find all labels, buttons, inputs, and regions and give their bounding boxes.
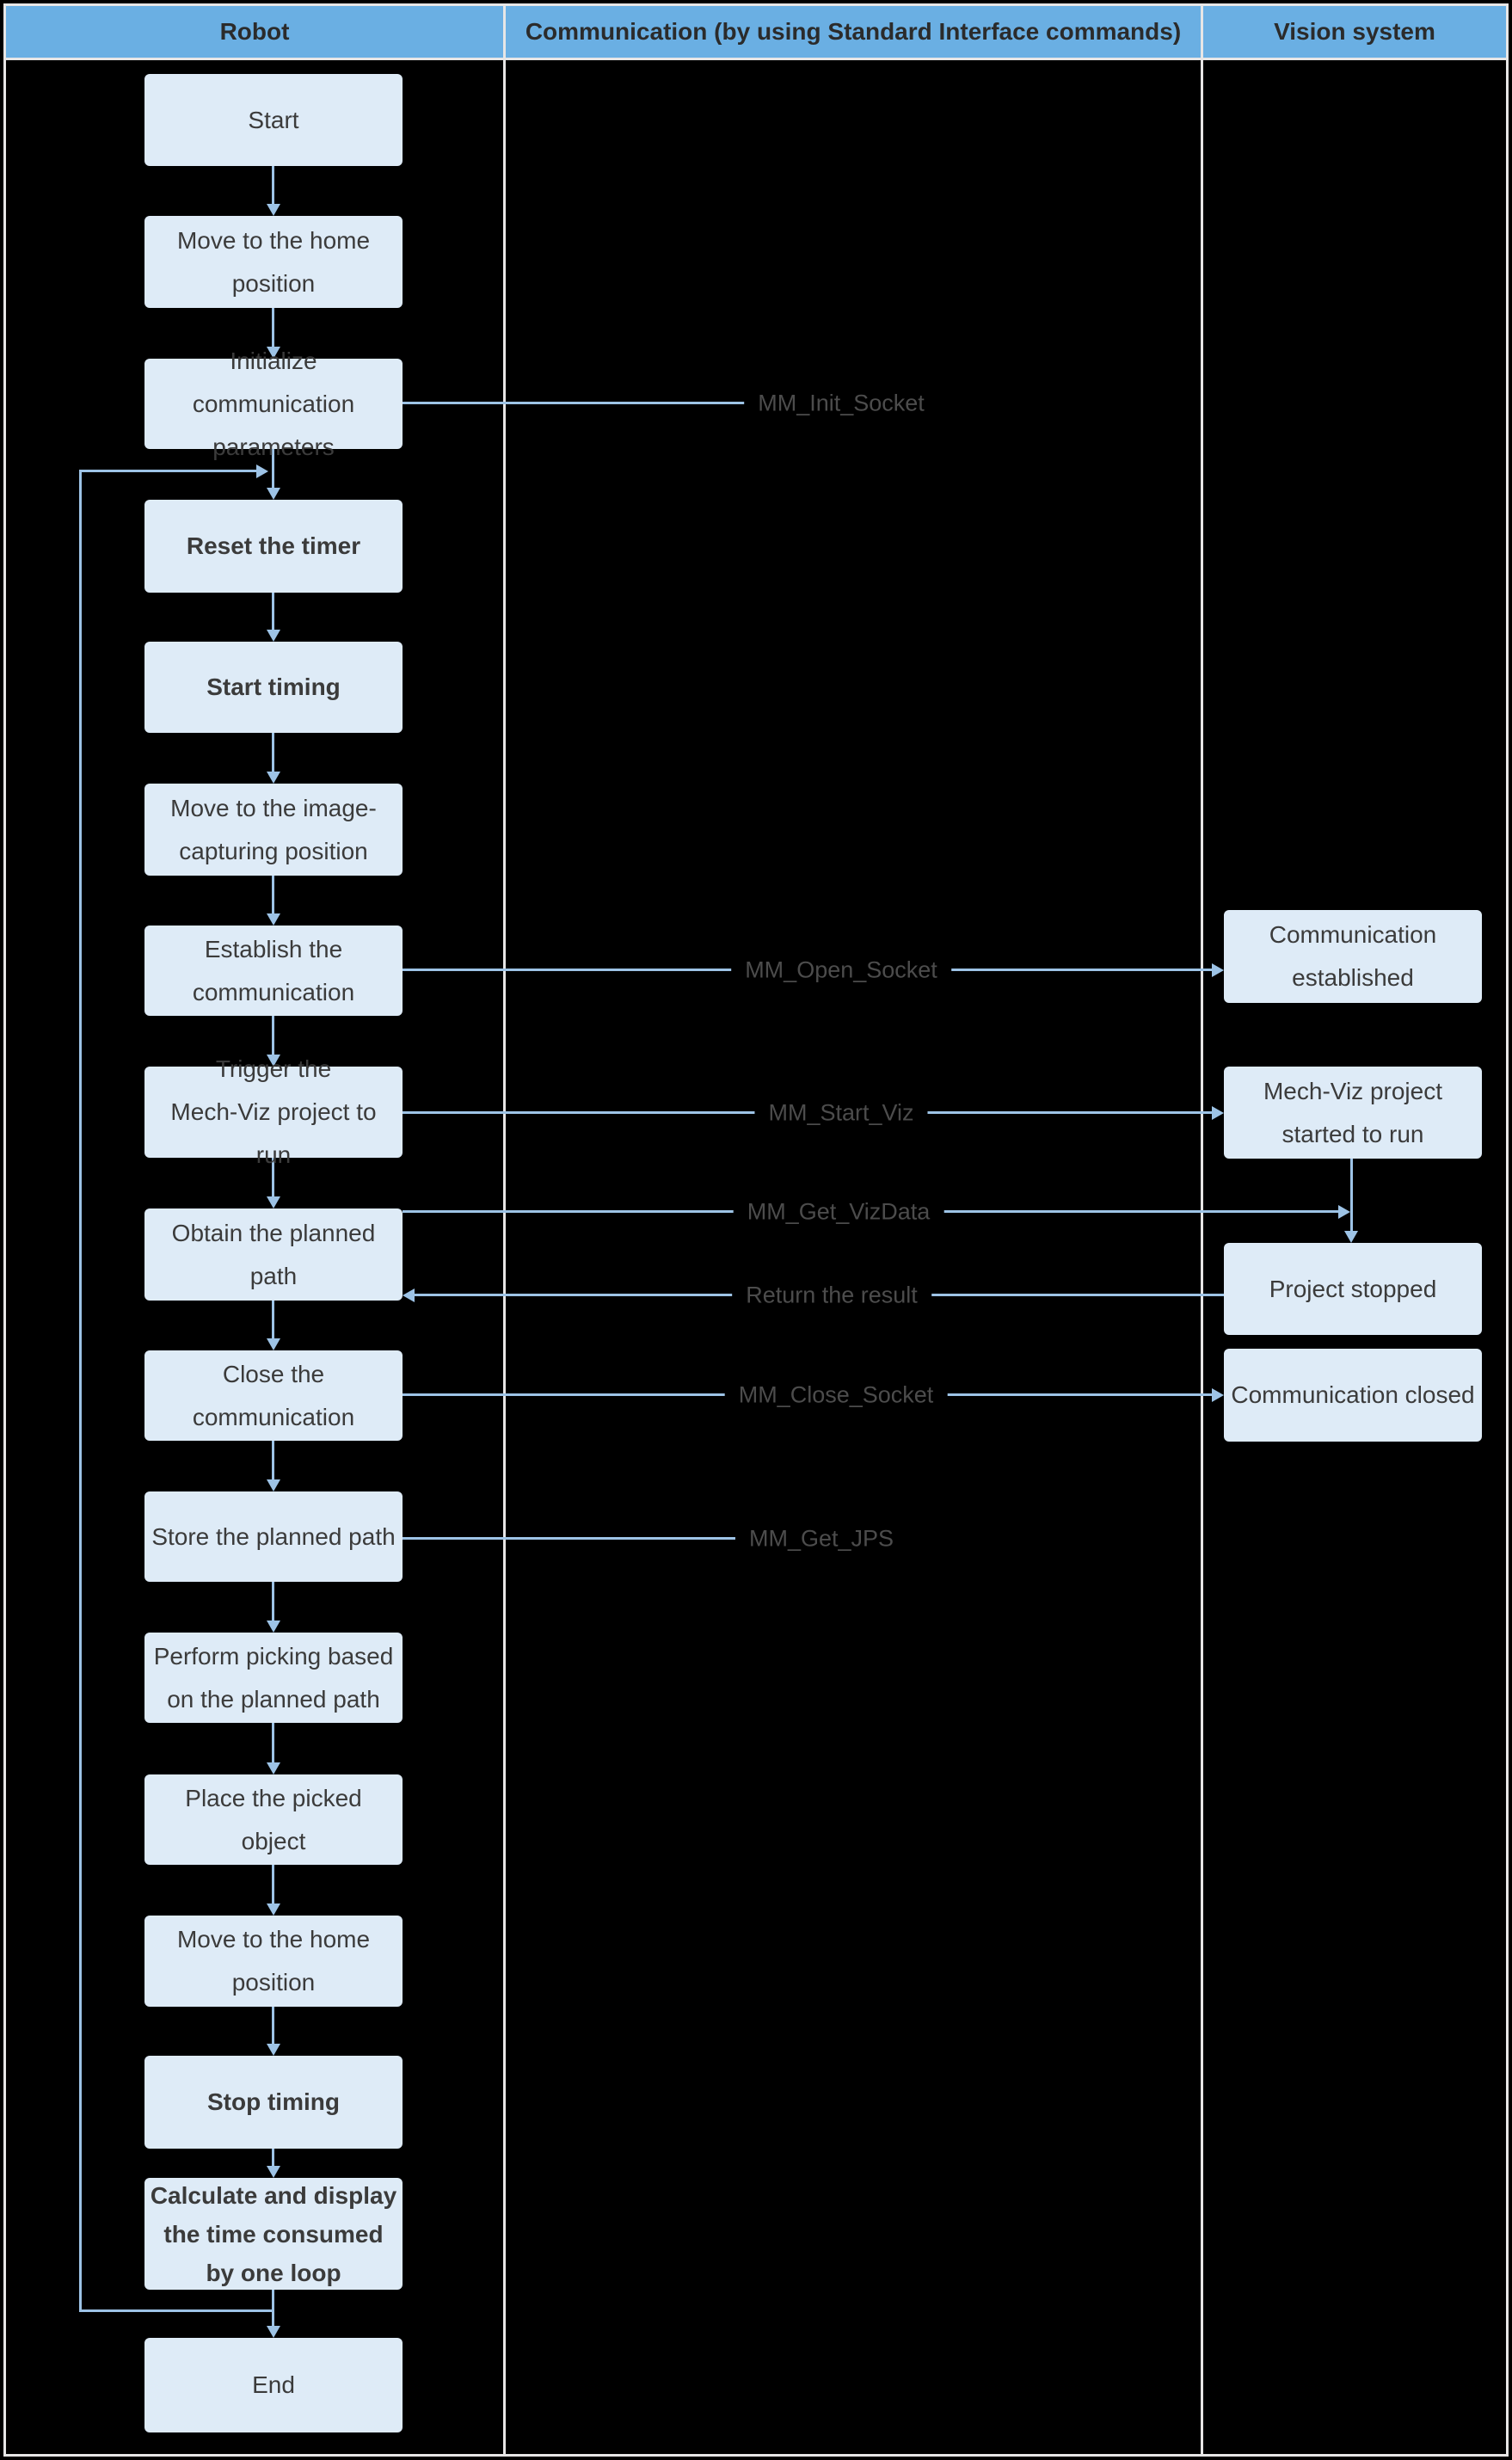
step-move-home-1: Move to the home position	[144, 216, 403, 308]
arrowhead-down-icon	[1344, 1231, 1358, 1243]
lane-header-communication-label: Communication (by using Standard Interfa…	[525, 18, 1182, 45]
step-start: Start	[144, 74, 403, 166]
command-mm-close-socket: MM_Close_Socket	[724, 1381, 948, 1409]
loopback-top-line	[79, 470, 256, 472]
command-mm-init-socket: MM_Init_Socket	[744, 390, 938, 417]
arrowhead-down-icon	[267, 1338, 280, 1350]
arrow-place-to-movehome2	[272, 1865, 274, 1903]
arrowhead-left-icon	[403, 1288, 415, 1302]
lane-header-robot-label: Robot	[219, 18, 290, 45]
arrow-starttiming-to-moveimage	[272, 733, 274, 772]
step-perform-picking: Perform picking based on the planned pat…	[144, 1633, 403, 1723]
step-init-comm-params: Initialize communication parameters	[144, 347, 403, 460]
vision-mechviz-started: Mech-Viz project started to run	[1224, 1067, 1482, 1159]
arrow-close-to-store	[272, 1441, 274, 1479]
lane-separator-2	[1201, 6, 1203, 2454]
header-divider	[3, 58, 1509, 60]
arrowhead-down-icon	[267, 2166, 280, 2178]
step-end: End	[144, 2338, 403, 2432]
arrow-establish-to-trigger	[272, 1016, 274, 1055]
lane-separator-1	[503, 6, 506, 2454]
command-return-result: Return the result	[732, 1282, 931, 1309]
step-close-comm: Close the communication	[144, 1350, 403, 1441]
step-reset-timer: Reset the timer	[144, 500, 403, 593]
arrow-trigger-to-obtain	[272, 1158, 274, 1196]
step-store-path: Store the planned path	[144, 1491, 403, 1582]
arrowhead-right-icon	[1338, 1205, 1350, 1219]
arrowhead-right-icon	[1212, 963, 1224, 977]
vision-comm-closed: Communication closed	[1224, 1349, 1482, 1442]
arrowhead-down-icon	[267, 488, 280, 500]
connector-mm-get-jps	[403, 1537, 839, 1540]
arrowhead-down-icon	[267, 2044, 280, 2056]
step-move-image-capture: Move to the image- capturing position	[144, 784, 403, 876]
step-start-timing: Start timing	[144, 642, 403, 733]
lane-header-vision: Vision system	[1203, 6, 1506, 58]
arrow-perform-to-place	[272, 1723, 274, 1762]
arrow-reset-to-starttiming	[272, 593, 274, 630]
vision-project-stopped: Project stopped	[1224, 1243, 1482, 1335]
arrow-moveimage-to-establish	[272, 876, 274, 913]
command-mm-open-socket: MM_Open_Socket	[731, 956, 951, 984]
arrowhead-down-icon	[267, 1762, 280, 1774]
arrow-movehome-to-init	[272, 308, 274, 347]
step-establish-comm: Establish the communication	[144, 926, 403, 1016]
step-stop-timing: Stop timing	[144, 2056, 403, 2149]
step-move-home-2: Move to the home position	[144, 1916, 403, 2007]
command-mm-get-vizdata: MM_Get_VizData	[733, 1198, 944, 1226]
loopback-bottom-line	[79, 2309, 274, 2312]
arrowhead-down-icon	[267, 630, 280, 642]
arrowhead-down-icon	[267, 1903, 280, 1916]
arrowhead-down-icon	[267, 2326, 280, 2338]
arrow-stoptiming-to-calculate	[272, 2149, 274, 2166]
vision-comm-established: Communication established	[1224, 910, 1482, 1003]
command-mm-start-viz: MM_Start_Viz	[754, 1099, 928, 1127]
arrowhead-down-icon	[267, 347, 280, 359]
arrow-calculate-to-end	[272, 2290, 274, 2326]
step-calculate-display: Calculate and display the time consumed …	[144, 2178, 403, 2290]
arrowhead-down-icon	[267, 1479, 280, 1491]
step-trigger-mechviz: Trigger the Mech-Viz project to run	[144, 1055, 403, 1168]
arrow-movehome2-to-stoptiming	[272, 2007, 274, 2044]
command-mm-get-jps: MM_Get_JPS	[734, 1525, 908, 1553]
arrowhead-down-icon	[267, 1196, 280, 1208]
arrowhead-down-icon	[267, 772, 280, 784]
arrowhead-right-icon	[256, 464, 268, 478]
arrow-start-to-movehome	[272, 166, 274, 204]
lane-header-vision-label: Vision system	[1274, 18, 1435, 45]
arrowhead-down-icon	[267, 204, 280, 216]
connector-mm-init-socket	[403, 402, 839, 404]
arrow-mechviz-to-projectstopped	[1350, 1159, 1353, 1231]
arrowhead-right-icon	[1212, 1388, 1224, 1402]
step-obtain-path: Obtain the planned path	[144, 1208, 403, 1301]
lane-header-communication: Communication (by using Standard Interfa…	[506, 6, 1201, 58]
arrow-init-to-reset	[272, 449, 274, 488]
lane-header-robot: Robot	[6, 6, 503, 58]
step-place-object: Place the picked object	[144, 1774, 403, 1865]
arrow-obtain-to-close	[272, 1301, 274, 1338]
arrowhead-right-icon	[1212, 1106, 1224, 1120]
loopback-left-line	[79, 470, 82, 2312]
arrowhead-down-icon	[267, 913, 280, 926]
arrow-store-to-perform	[272, 1582, 274, 1621]
arrowhead-down-icon	[267, 1055, 280, 1067]
arrowhead-down-icon	[267, 1621, 280, 1633]
